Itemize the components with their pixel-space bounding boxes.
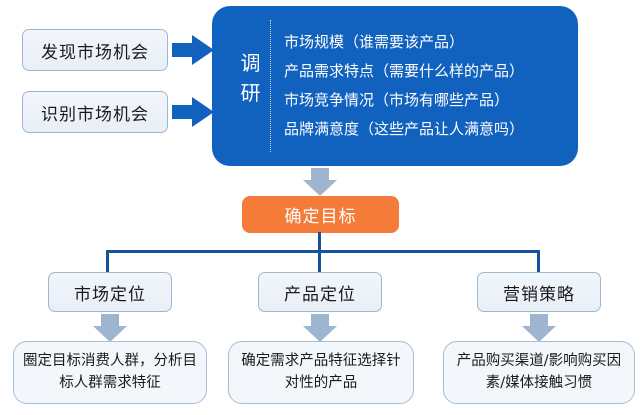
arrow-down-icon	[303, 314, 337, 342]
research-item: 市场规模（谁需要该产品）	[284, 33, 465, 51]
branch-box-market-position-label: 市场定位	[74, 284, 146, 305]
arrow-down-shaft	[311, 314, 329, 327]
arrow-down-icon	[93, 314, 127, 342]
detail-box-market-position-text: 圈定目标消费人群，分析目标人群需求特征	[23, 352, 197, 391]
arrow-down-head	[303, 326, 337, 342]
research-panel-title-char-2: 研	[240, 81, 262, 105]
arrow-right-shaft	[172, 105, 194, 119]
research-panel-divider	[270, 20, 271, 152]
goal-box[interactable]: 确定目标	[242, 196, 399, 233]
research-item: 市场竞争情况（市场有哪些产品）	[284, 91, 510, 109]
input-box-discover[interactable]: 发现市场机会	[22, 29, 168, 71]
arrow-down-icon	[522, 314, 556, 342]
branch-box-marketing-strategy-label: 营销策略	[503, 284, 575, 305]
detail-box-product-position-text: 确定需求产品特征选择针对性的产品	[241, 352, 401, 391]
branch-box-market-position[interactable]: 市场定位	[48, 272, 172, 312]
detail-box-marketing-strategy[interactable]: 产品购买渠道/影响购买因素/媒体接触习惯	[443, 341, 635, 404]
arrow-right-icon	[172, 97, 214, 127]
arrow-down-shaft	[101, 314, 119, 327]
branch-box-product-position-label: 产品定位	[284, 284, 356, 305]
research-panel[interactable]: 调 研 市场规模（谁需要该产品） 产品需求特点（需要什么样的产品） 市场竞争情况…	[212, 6, 578, 166]
arrow-right-head	[192, 97, 214, 127]
arrow-down-head	[303, 180, 337, 196]
input-box-identify-label: 识别市场机会	[41, 104, 149, 125]
arrow-down-shaft	[530, 314, 548, 327]
arrow-down-head	[522, 326, 556, 342]
arrow-down-icon	[303, 168, 337, 196]
goal-box-label: 确定目标	[284, 207, 357, 227]
research-panel-title: 调 研	[230, 48, 272, 108]
research-item: 品牌满意度（这些产品让人满意吗）	[284, 120, 525, 138]
arrow-down-shaft	[311, 168, 329, 181]
arrow-down-head	[93, 326, 127, 342]
arrow-right-icon	[172, 35, 214, 65]
branch-box-marketing-strategy[interactable]: 营销策略	[477, 272, 601, 312]
research-item-list: 市场规模（谁需要该产品） 产品需求特点（需要什么样的产品） 市场竞争情况（市场有…	[284, 28, 566, 144]
research-panel-title-char-1: 调	[240, 51, 262, 75]
research-item: 产品需求特点（需要什么样的产品）	[284, 62, 525, 80]
input-box-identify[interactable]: 识别市场机会	[22, 91, 168, 133]
detail-box-market-position[interactable]: 圈定目标消费人群，分析目标人群需求特征	[13, 341, 207, 404]
arrow-right-head	[192, 35, 214, 65]
arrow-right-shaft	[172, 43, 194, 57]
connector-stem	[318, 232, 321, 252]
connector-horizontal	[106, 250, 540, 253]
input-box-discover-label: 发现市场机会	[41, 42, 149, 63]
detail-box-marketing-strategy-text: 产品购买渠道/影响购买因素/媒体接触习惯	[456, 352, 622, 391]
connector-drop-middle	[318, 250, 321, 272]
connector-drop-left	[106, 250, 109, 272]
branch-box-product-position[interactable]: 产品定位	[258, 272, 382, 312]
detail-box-product-position[interactable]: 确定需求产品特征选择针对性的产品	[228, 341, 414, 404]
connector-drop-right	[537, 250, 540, 272]
